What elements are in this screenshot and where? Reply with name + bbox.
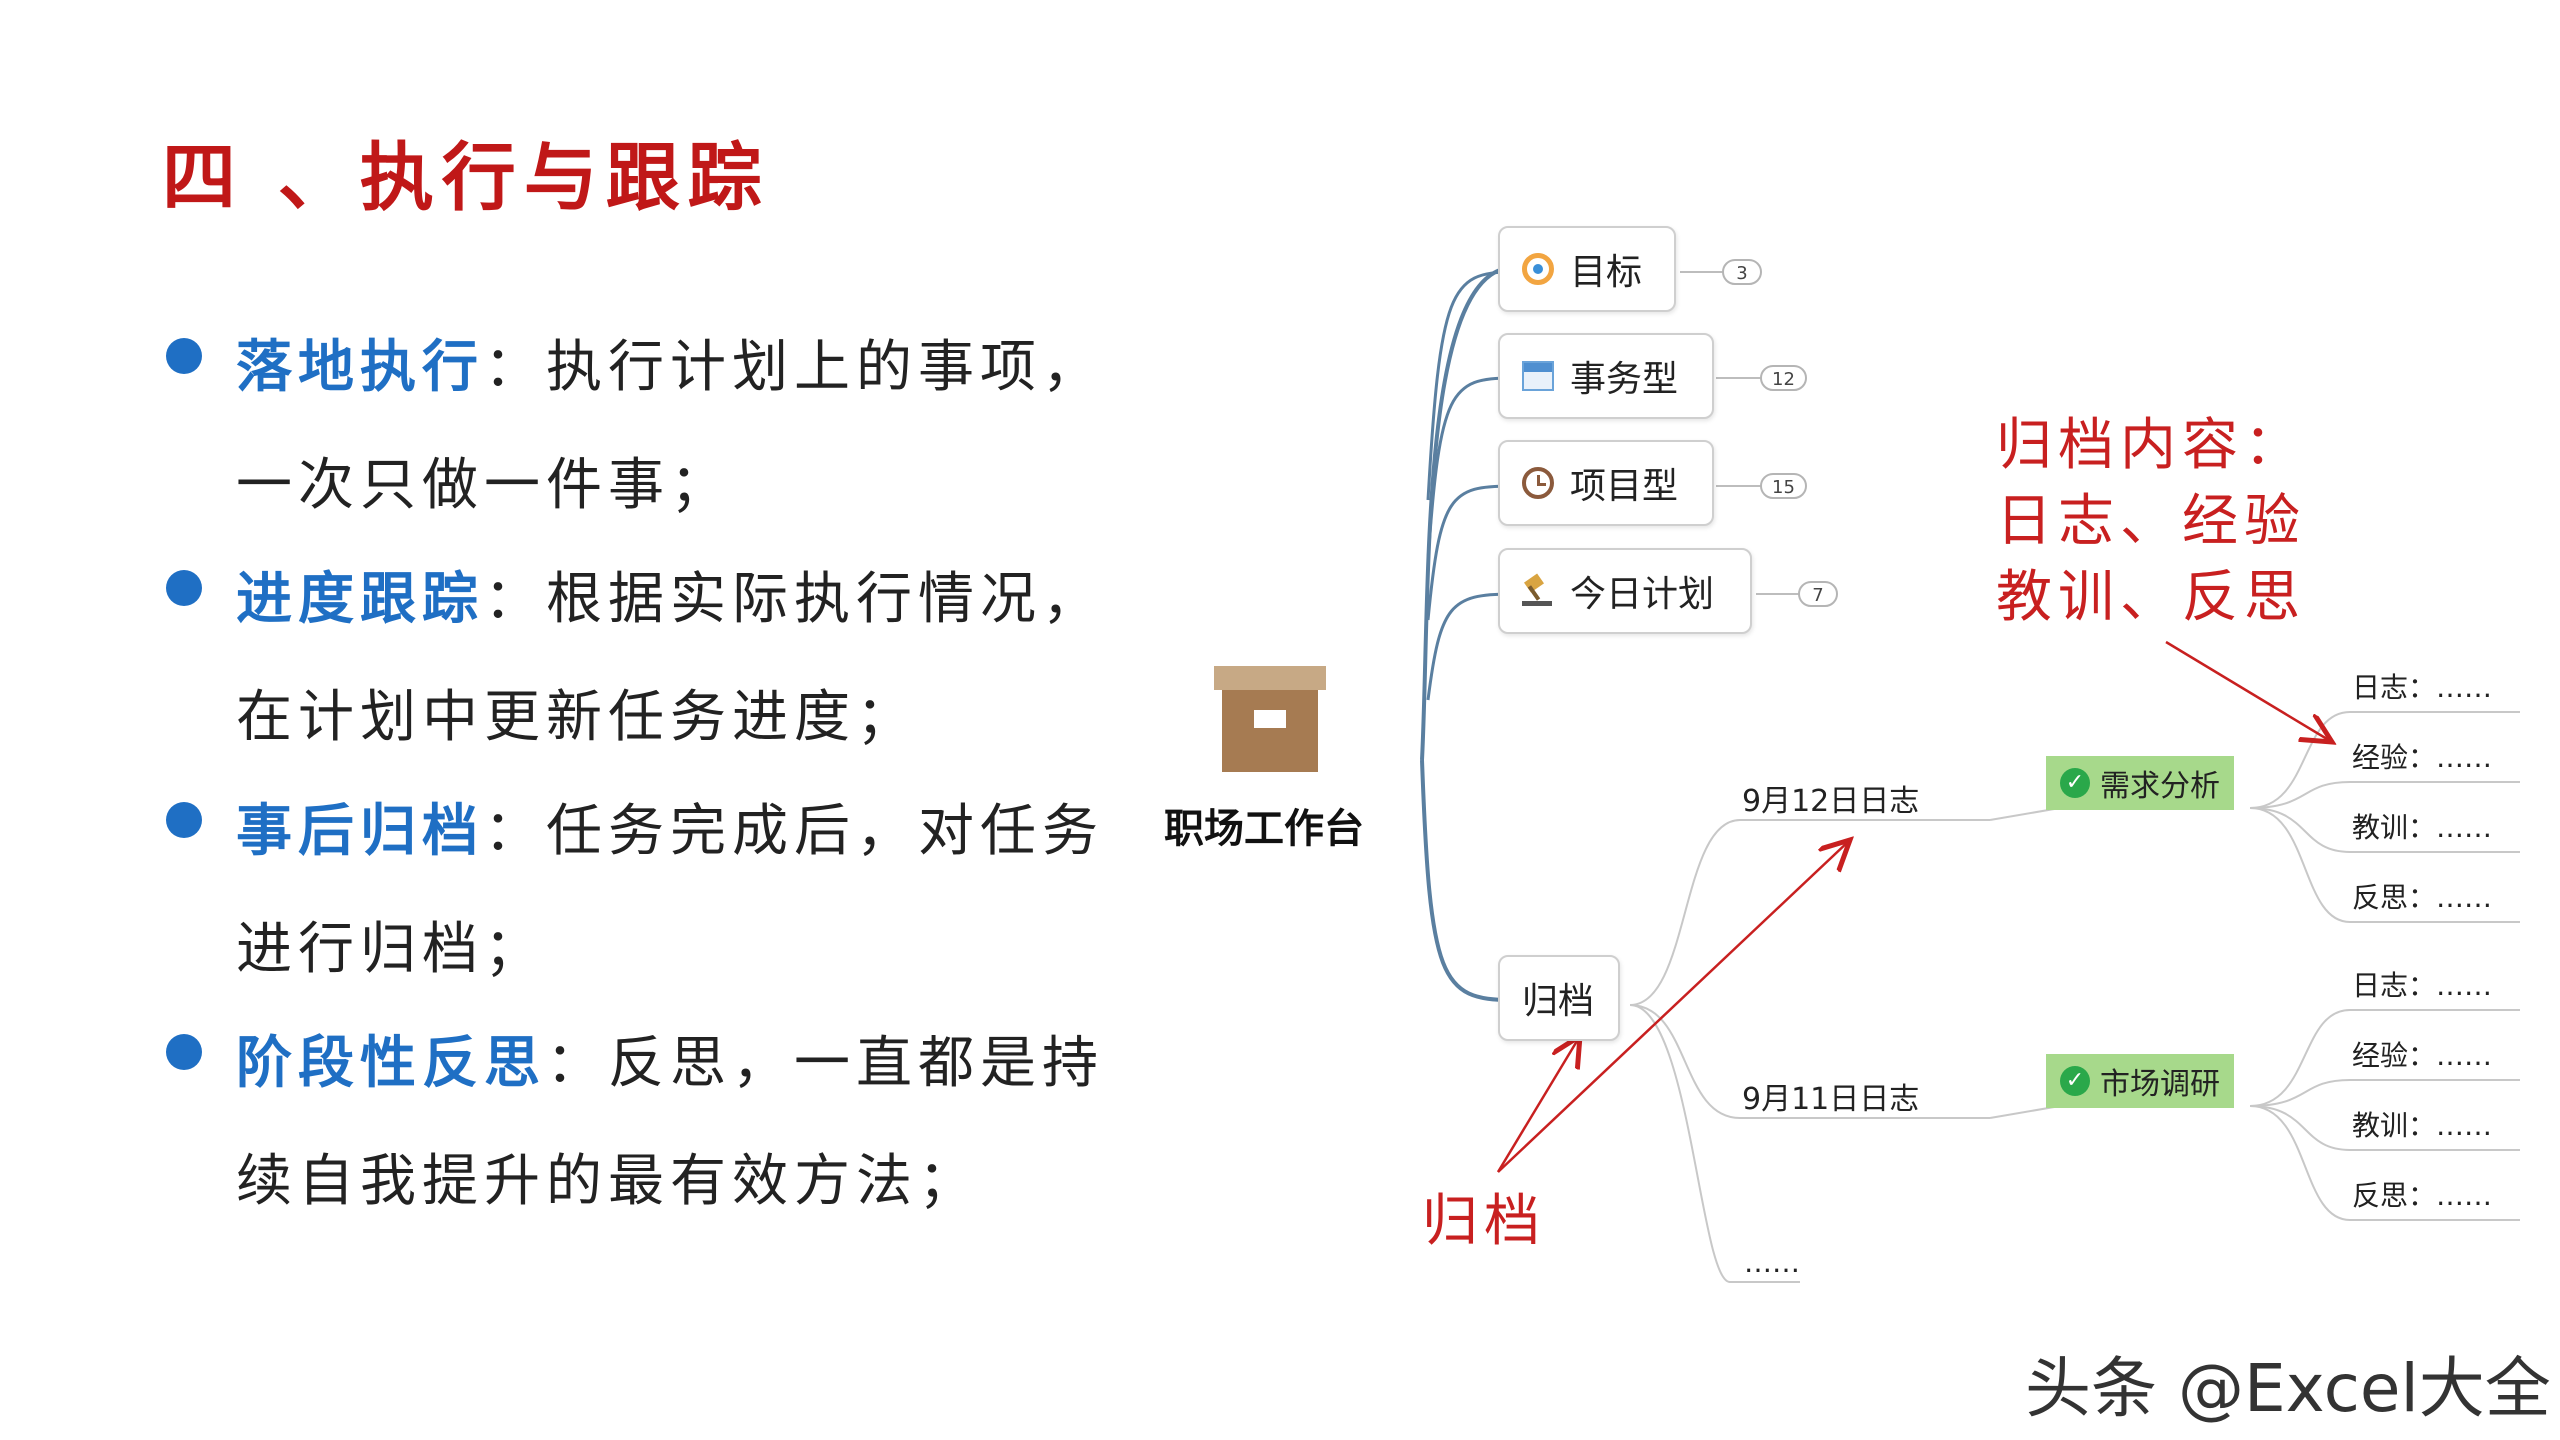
count-badge: 15 — [1760, 473, 1807, 499]
bullet-dot — [166, 802, 202, 838]
annotation-archive-content-line: 归档内容： — [1996, 413, 2306, 478]
annotation-archive: 归档 — [1422, 1189, 1546, 1254]
annotation-arrows — [1496, 640, 2332, 1173]
archive-date-label[interactable]: 9月11日日志 — [1742, 1082, 1920, 1117]
check-icon: ✓ — [2060, 1066, 2090, 1096]
bullet-continuation: 一次只做一件事； — [236, 453, 732, 518]
bullet-dot — [166, 570, 202, 606]
trunk-line — [1420, 268, 1501, 761]
count-badge: 3 — [1722, 259, 1762, 285]
bullet-dot — [166, 1034, 202, 1070]
bullet-line: 阶段性反思：反思，一直都是持 — [236, 1031, 1104, 1096]
annotation-archive-content-line: 日志、经验 — [1996, 489, 2306, 554]
bullet-continuation: 续自我提升的最有效方法； — [236, 1149, 980, 1214]
page-title: 四 、执行与跟踪 — [162, 135, 770, 221]
branch-node-project[interactable]: 项目型 — [1498, 440, 1714, 526]
count-badge: 7 — [1798, 581, 1838, 607]
leaf-item[interactable]: 日志：…… — [2352, 671, 2493, 704]
clock-icon — [1522, 467, 1554, 499]
branch-node-today[interactable]: 今日计划 — [1498, 548, 1752, 634]
archive-box-icon — [1214, 666, 1326, 772]
trunk-line-2 — [1420, 759, 1513, 1002]
count-badge: 12 — [1760, 365, 1807, 391]
bullet-line: 落地执行：执行计划上的事项， — [236, 335, 1104, 400]
leaf-item[interactable]: 日志：…… — [2352, 969, 2493, 1002]
leaf-item[interactable]: 经验：…… — [2352, 1039, 2493, 1072]
leaf-item[interactable]: 反思：…… — [2352, 1179, 2493, 1212]
branch-node-routine[interactable]: 事务型 — [1498, 333, 1714, 419]
leaf-item[interactable]: 经验：…… — [2352, 741, 2493, 774]
bullet-continuation: 在计划中更新任务进度； — [236, 685, 918, 750]
branch-link-routine — [1426, 376, 1513, 561]
annotation-archive-content-line: 教训、反思 — [1996, 565, 2306, 630]
target-icon — [1522, 253, 1554, 285]
task-node[interactable]: ✓ 需求分析 — [2046, 756, 2234, 810]
calendar-icon — [1522, 361, 1554, 391]
branch-link-goal — [1426, 270, 1513, 501]
watermark: 头条 @Excel大全 — [2025, 1350, 2551, 1427]
bullet-dot — [166, 338, 202, 374]
branch-node-goal[interactable]: 目标 — [1498, 226, 1676, 312]
leaf-item[interactable]: 反思：…… — [2352, 881, 2493, 914]
bullet-line: 进度跟踪：根据实际执行情况， — [236, 567, 1104, 632]
more-entries[interactable]: …… — [1744, 1246, 1800, 1279]
branch-node-archive[interactable]: 归档 — [1498, 955, 1620, 1041]
bullet-keyword: 阶段性反思 — [236, 1031, 546, 1096]
archive-date-label[interactable]: 9月12日日志 — [1742, 784, 1920, 819]
root-node-label[interactable]: 职场工作台 — [1164, 806, 1364, 852]
bullet-keyword: 事后归档 — [236, 799, 484, 864]
task-node[interactable]: ✓ 市场调研 — [2046, 1054, 2234, 1108]
bullet-keyword: 进度跟踪 — [236, 567, 484, 632]
leaf-item[interactable]: 教训：…… — [2352, 811, 2493, 844]
bullet-continuation: 进行归档； — [236, 917, 546, 982]
check-icon: ✓ — [2060, 768, 2090, 798]
bullet-keyword: 落地执行 — [236, 335, 484, 400]
leaf-item[interactable]: 教训：…… — [2352, 1109, 2493, 1142]
gavel-icon — [1522, 573, 1554, 607]
bullet-line: 事后归档：任务完成后，对任务 — [236, 799, 1104, 864]
branch-link-today — [1426, 592, 1513, 701]
branch-link-project — [1426, 484, 1513, 621]
